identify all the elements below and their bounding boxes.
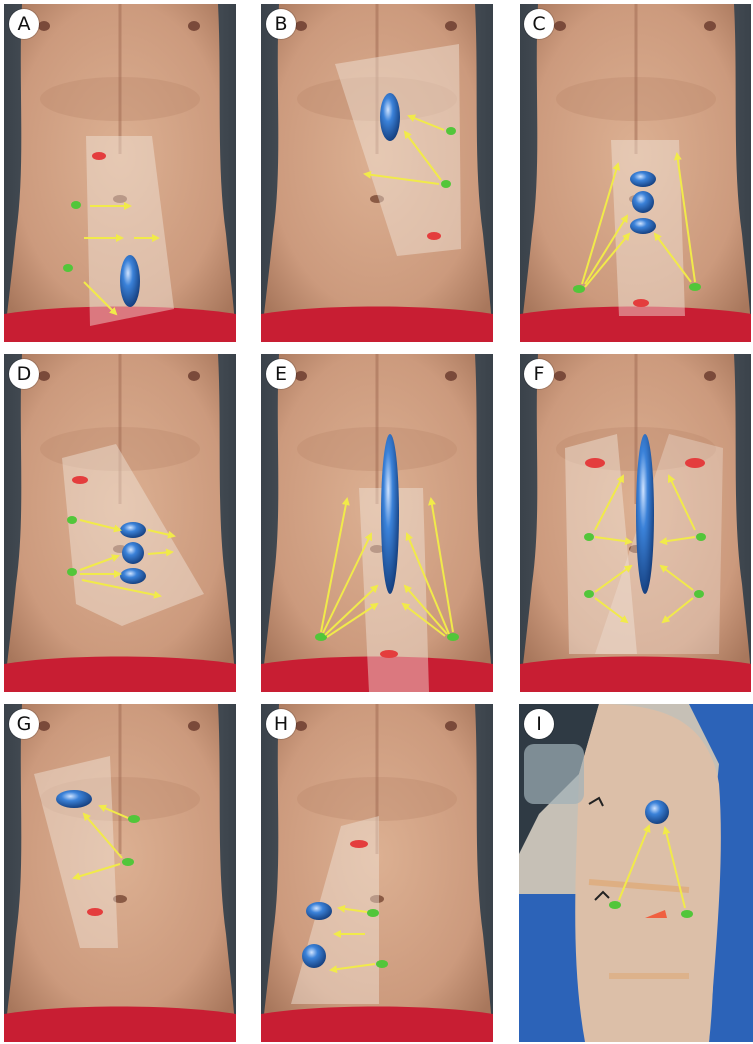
panel-i: I — [519, 704, 753, 1042]
panel-label: G — [9, 709, 39, 739]
red-dot-icon — [87, 908, 103, 916]
panel-label: D — [9, 359, 39, 389]
blue-ellipsoid-icon — [380, 93, 400, 141]
red-dot-icon — [380, 650, 398, 658]
blue-ellipsoid-icon — [632, 191, 654, 213]
green-dot-icon — [689, 283, 701, 291]
green-dot-icon — [609, 901, 621, 909]
red-dot-icon — [72, 476, 88, 484]
green-dot-icon — [681, 910, 693, 918]
red-dot-icon — [685, 458, 705, 468]
blue-ellipsoid-icon — [630, 171, 656, 187]
green-dot-icon — [696, 533, 706, 541]
red-dot-icon — [92, 152, 106, 160]
panel-e: E — [261, 354, 493, 692]
panel-i-illustration — [519, 704, 753, 1042]
blue-ellipsoid-icon — [636, 434, 654, 594]
blue-ellipsoid-icon — [630, 218, 656, 234]
panel-b: B — [261, 4, 493, 342]
panel-d-illustration — [4, 354, 236, 692]
blue-ellipsoid-icon — [56, 790, 92, 808]
red-dot-icon — [585, 458, 605, 468]
blue-ellipsoid-icon — [120, 522, 146, 538]
panel-g-illustration — [4, 704, 236, 1042]
panel-label: A — [9, 9, 39, 39]
blue-ellipsoid-icon — [302, 944, 326, 968]
green-dot-icon — [447, 633, 459, 641]
panel-label: F — [524, 359, 554, 389]
blue-ellipsoid-icon — [120, 255, 140, 307]
green-dot-icon — [376, 960, 388, 968]
panel-a: A — [4, 4, 236, 342]
panel-e-illustration — [261, 354, 493, 692]
green-dot-icon — [63, 264, 73, 272]
blue-ellipsoid-icon — [120, 568, 146, 584]
red-dot-icon — [427, 232, 441, 240]
green-dot-icon — [584, 533, 594, 541]
panel-d: D — [4, 354, 236, 692]
green-dot-icon — [441, 180, 451, 188]
green-dot-icon — [573, 285, 585, 293]
red-dot-icon — [350, 840, 368, 848]
green-dot-icon — [71, 201, 81, 209]
green-dot-icon — [584, 590, 594, 598]
panel-label: C — [524, 9, 554, 39]
blue-ellipsoid-icon — [381, 434, 399, 594]
blue-ellipsoid-icon — [306, 902, 332, 920]
panel-h: H — [261, 704, 493, 1042]
panel-label: E — [266, 359, 296, 389]
panel-g: G — [4, 704, 236, 1042]
blue-ellipsoid-icon — [122, 542, 144, 564]
green-dot-icon — [367, 909, 379, 917]
panel-label: H — [266, 709, 296, 739]
panel-label: I — [524, 709, 554, 739]
panel-a-illustration — [4, 4, 236, 342]
panel-f-illustration — [519, 354, 751, 692]
panel-b-illustration — [261, 4, 493, 342]
panel-c: C — [519, 4, 751, 342]
green-dot-icon — [122, 858, 134, 866]
panel-c-illustration — [519, 4, 751, 342]
green-dot-icon — [694, 590, 704, 598]
blue-ellipsoid-icon — [645, 800, 669, 824]
green-dot-icon — [67, 516, 77, 524]
red-dot-icon — [633, 299, 649, 307]
panel-f: F — [519, 354, 751, 692]
panel-label: B — [266, 9, 296, 39]
green-dot-icon — [446, 127, 456, 135]
panel-h-illustration — [261, 704, 493, 1042]
green-dot-icon — [67, 568, 77, 576]
green-dot-icon — [128, 815, 140, 823]
